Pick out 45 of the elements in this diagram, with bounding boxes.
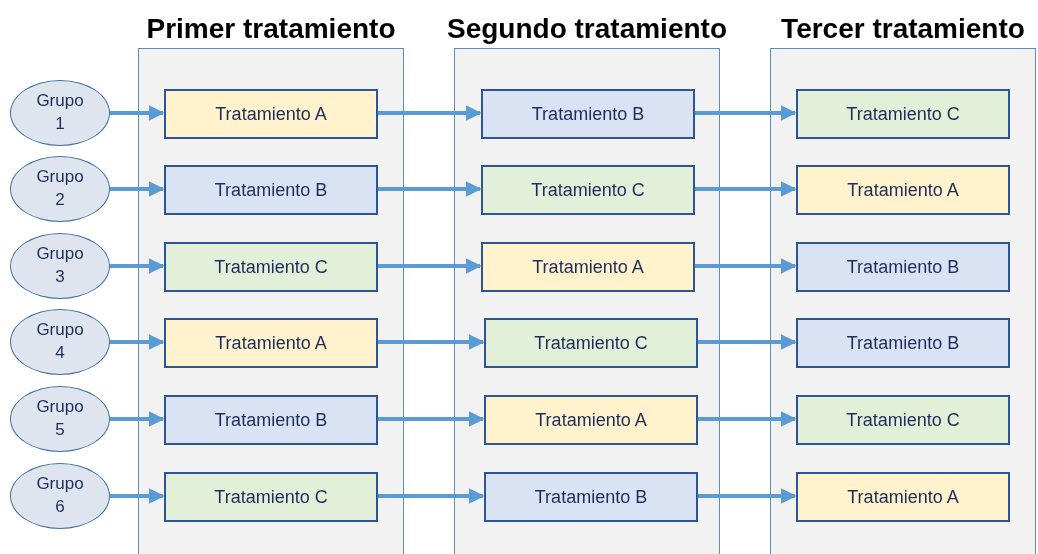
treatment-box: Tratamiento A bbox=[796, 165, 1010, 215]
group-ellipse: Grupo 4 bbox=[10, 309, 110, 375]
column-heading: Primer tratamiento bbox=[146, 13, 396, 45]
arrow bbox=[110, 258, 165, 274]
treatment-box: Tratamiento C bbox=[481, 165, 695, 215]
treatment-box: Tratamiento A bbox=[796, 472, 1010, 522]
treatment-box: Tratamiento B bbox=[481, 89, 695, 139]
arrow bbox=[377, 334, 485, 350]
group-ellipse: Grupo 2 bbox=[10, 156, 110, 222]
treatment-box: Tratamiento B bbox=[796, 318, 1010, 368]
treatment-box: Tratamiento A bbox=[164, 89, 378, 139]
treatment-box: Tratamiento B bbox=[484, 472, 698, 522]
arrow bbox=[377, 258, 482, 274]
treatment-box: Tratamiento C bbox=[796, 395, 1010, 445]
arrow bbox=[697, 411, 797, 427]
arrow bbox=[110, 411, 165, 427]
arrow bbox=[377, 181, 482, 197]
arrow bbox=[377, 488, 485, 504]
treatment-box: Tratamiento B bbox=[164, 395, 378, 445]
treatment-box: Tratamiento C bbox=[164, 242, 378, 292]
treatment-box: Tratamiento C bbox=[796, 89, 1010, 139]
arrow bbox=[694, 105, 797, 121]
arrow bbox=[110, 488, 165, 504]
arrow bbox=[110, 105, 165, 121]
group-ellipse: Grupo 1 bbox=[10, 80, 110, 146]
group-ellipse: Grupo 3 bbox=[10, 233, 110, 299]
arrow bbox=[110, 334, 165, 350]
group-ellipse: Grupo 6 bbox=[10, 463, 110, 529]
arrow bbox=[694, 181, 797, 197]
group-ellipse: Grupo 5 bbox=[10, 386, 110, 452]
arrow bbox=[697, 334, 797, 350]
treatment-box: Tratamiento C bbox=[484, 318, 698, 368]
arrow bbox=[377, 411, 485, 427]
treatment-box: Tratamiento B bbox=[164, 165, 378, 215]
column-heading: Segundo tratamiento bbox=[447, 13, 727, 45]
arrow bbox=[697, 488, 797, 504]
treatment-box: Tratamiento A bbox=[481, 242, 695, 292]
treatment-box: Tratamiento C bbox=[164, 472, 378, 522]
arrow bbox=[377, 105, 482, 121]
column-heading: Tercer tratamiento bbox=[781, 13, 1025, 45]
treatment-box: Tratamiento B bbox=[796, 242, 1010, 292]
treatment-box: Tratamiento A bbox=[484, 395, 698, 445]
treatment-box: Tratamiento A bbox=[164, 318, 378, 368]
arrow bbox=[110, 181, 165, 197]
arrow bbox=[694, 258, 797, 274]
